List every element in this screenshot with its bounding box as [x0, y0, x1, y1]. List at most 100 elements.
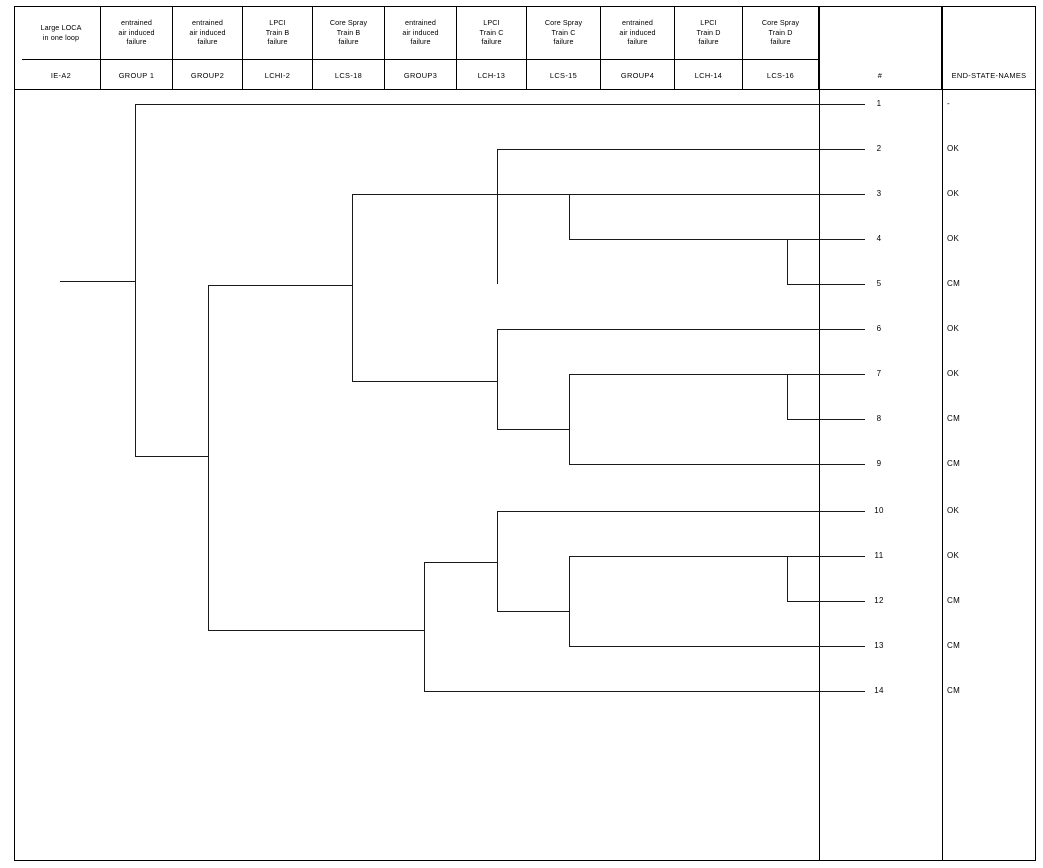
sequence-number: 8 [876, 414, 882, 423]
leg-group3-lower-connector [352, 381, 497, 382]
end-state-name: CM [947, 459, 961, 468]
header-code-text: GROUP 1 [118, 70, 155, 80]
branch-lpciC-split [497, 329, 498, 429]
header-code-text: LCH-13 [477, 70, 506, 80]
sequence-number: 3 [876, 189, 882, 198]
leg-seq-7-leg [787, 374, 865, 375]
leg-seq-5-leg [787, 284, 865, 285]
end-state-name: CM [947, 641, 961, 650]
sequence-number: 10 [874, 506, 884, 515]
leg-seq-6-leg [497, 329, 865, 330]
diagram-frame [14, 6, 1036, 861]
branch-lpciD-split [497, 511, 498, 611]
sequence-number: 14 [874, 686, 884, 695]
leg-seq-10-leg [497, 511, 865, 512]
header-code-lcs-15: LCS-15 [527, 60, 600, 90]
branch-group2-split [208, 285, 209, 630]
leg-csB-lower-connector [569, 239, 787, 240]
end-state-name: CM [947, 686, 961, 695]
header-code-text: LCS-18 [334, 70, 363, 80]
header-code-lchi-2: LCHI-2 [243, 60, 312, 90]
header-code-text: LCHI-2 [264, 70, 291, 80]
sequence-number: 2 [876, 144, 882, 153]
branch-group4-split [424, 562, 425, 691]
sequence-column-rule [819, 6, 820, 861]
branch-lpciD3-split [787, 374, 788, 419]
leg-lpciB-lower-connector [497, 194, 569, 195]
branch-lpciD4-split [787, 556, 788, 601]
header-label-text: # [877, 70, 883, 80]
sequence-number: 4 [876, 234, 882, 243]
end-state-name: - [947, 99, 950, 108]
leg-group4-upper-connector [424, 562, 497, 563]
leg-seq-11-leg [787, 556, 865, 557]
end-state-name: OK [947, 234, 960, 243]
end-state-name: OK [947, 551, 960, 560]
header-spacer [819, 6, 941, 60]
branch-group3-split [352, 194, 353, 381]
endstate-column-rule [942, 6, 943, 861]
sequence-number: 9 [876, 459, 882, 468]
header-code-group3: GROUP3 [385, 60, 456, 90]
end-state-name: CM [947, 414, 961, 423]
sequence-number: 7 [876, 369, 882, 378]
leg-lpciD-lower-connector [497, 611, 569, 612]
leg-group2-upper-connector [208, 285, 352, 286]
leg-seq-1-leg [135, 104, 865, 105]
branch-csD-split [569, 556, 570, 646]
header-code-group-1: GROUP 1 [101, 60, 172, 90]
header-code-lcs-18: LCS-18 [313, 60, 384, 90]
end-state-name: OK [947, 189, 960, 198]
leg-lpciC-lower-connector [497, 429, 569, 430]
leg-seq-9-leg [569, 464, 865, 465]
end-state-name: OK [947, 369, 960, 378]
header-bottom-rule [14, 89, 1036, 90]
header-code-lch-14: LCH-14 [675, 60, 742, 90]
sequence-number: 5 [876, 279, 882, 288]
header-column-sequence-number: # [819, 6, 942, 90]
branch-csC-split [569, 374, 570, 464]
leg-seq-13-leg [569, 646, 865, 647]
branch-group1-split [135, 104, 136, 456]
leg-seq-2-leg [497, 149, 865, 150]
sequence-number: 13 [874, 641, 884, 650]
leg-seq-14-leg [424, 691, 865, 692]
header-label-text: END-STATE-NAMES [951, 70, 1027, 80]
leg-seq-12-leg [787, 601, 865, 602]
sequence-number: 1 [876, 99, 882, 108]
header-code-text: GROUP2 [190, 70, 225, 80]
header-column-end-state-names: END-STATE-NAMES [942, 6, 1036, 90]
leg-csC-lower-connector [569, 374, 787, 375]
header-spacer [942, 6, 1036, 60]
branch-lpciB-split [497, 149, 498, 284]
branch-csB-split [569, 194, 570, 239]
header-code-group4: GROUP4 [601, 60, 674, 90]
leg-group3-upper-connector [352, 194, 497, 195]
sequence-number: 11 [874, 551, 884, 560]
leg-group2-lower-connector [208, 630, 424, 631]
branch-lpciD2-split [787, 239, 788, 284]
